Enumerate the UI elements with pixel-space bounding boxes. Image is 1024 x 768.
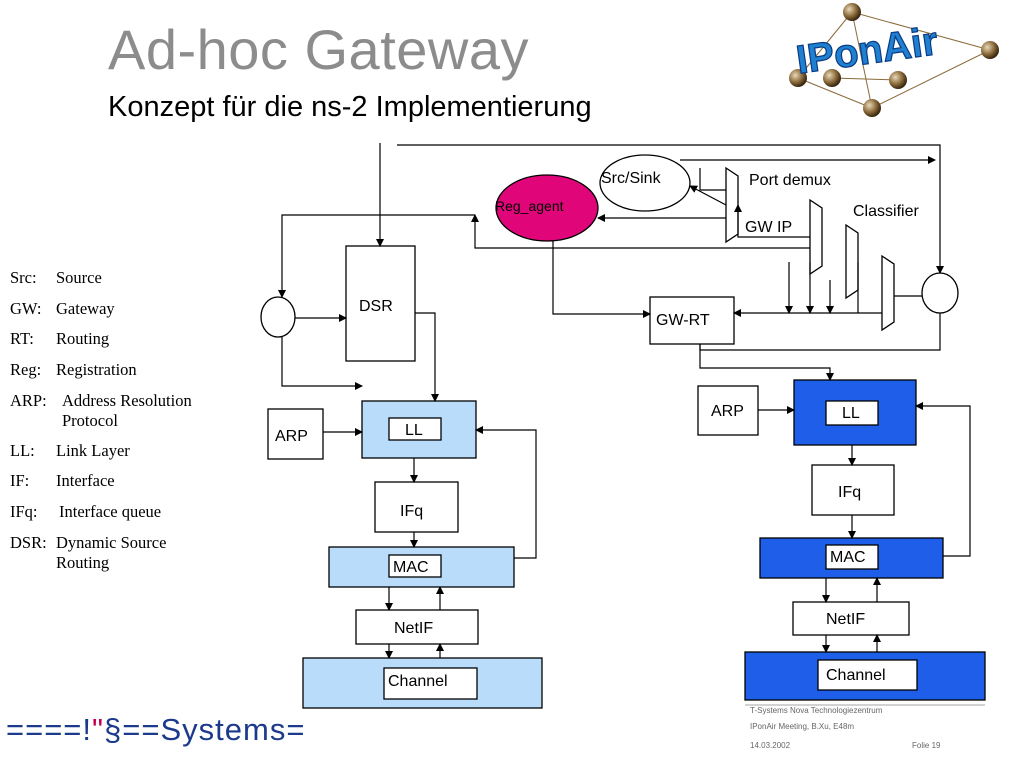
legend-key: Src: — [10, 268, 37, 287]
legend-key: Reg: — [10, 360, 42, 380]
left-ifq-label: IFq — [400, 503, 423, 520]
gw-ip-label: GW IP — [745, 219, 792, 236]
port-demux-shape — [725, 166, 739, 244]
legend-value: Link Layer — [56, 440, 130, 460]
left-arp-box — [267, 408, 324, 460]
right-netif-box — [792, 601, 910, 636]
right-mac-label: MAC — [830, 549, 866, 566]
right-ll-box — [825, 400, 879, 426]
left-channel-label: Channel — [388, 673, 448, 690]
dsr-box — [345, 245, 416, 362]
connector-lines — [278, 143, 971, 659]
gw-rt-box — [649, 296, 735, 345]
legend-value: Registration — [56, 360, 137, 380]
reg-agent-label: Reg_agent — [495, 198, 564, 214]
left-arp-label: ARP — [275, 428, 308, 445]
left-mac-box — [388, 554, 442, 578]
left-mac-label: MAC — [393, 559, 429, 576]
legend-value: Interface queue — [59, 502, 162, 522]
right-ifq-box — [811, 464, 895, 516]
right-mac-box — [825, 544, 879, 570]
legend-item: Reg: Registration — [10, 360, 222, 391]
legend-item: IFq: Interface queue — [10, 502, 222, 533]
classifier-shape — [809, 198, 823, 276]
slide-subtitle: Konzept für die ns-2 Implementierung — [108, 91, 592, 123]
left-ll-layer — [361, 400, 477, 459]
footer-line-1: T-Systems Nova Technologiezentrum — [750, 706, 883, 715]
gw-rt-label: GW-RT — [656, 312, 710, 329]
legend-value: Interface — [56, 471, 115, 491]
footer-date: 14.03.2002 — [750, 741, 791, 750]
logo-text: IPonAir — [794, 19, 941, 82]
brand-prefix: ====! — [6, 712, 93, 747]
legend-value: Source — [56, 268, 102, 287]
brand-suffix: §==Systems= — [104, 712, 306, 747]
legend-value: Address Resolution Protocol — [62, 390, 192, 430]
legend-key: LL: — [10, 440, 35, 460]
src-sink-ellipse — [599, 154, 691, 212]
right-node-circle — [921, 272, 959, 314]
left-ifq-box — [374, 481, 459, 533]
left-ll-label: LL — [405, 422, 423, 439]
abbreviation-legend: Src:Source GW:Gateway RT:Routing Reg:Reg… — [10, 268, 222, 583]
t-systems-brand: ====!"§==Systems= — [6, 712, 305, 748]
legend-item: DSR: Dynamic Source Routing — [10, 533, 222, 583]
legend-key: RT: — [10, 329, 34, 349]
right-arp-box — [697, 385, 759, 436]
legend-item: LL: Link Layer — [10, 441, 222, 472]
port-demux-label: Port demux — [749, 172, 831, 189]
left-netif-box — [355, 609, 479, 645]
legend-key: GW: — [10, 298, 42, 318]
reg-agent-ellipse — [495, 174, 599, 242]
classifier-shape — [881, 254, 895, 332]
legend-item: ARP: Address Resolution Protocol — [10, 391, 222, 441]
footer-page: Folie 19 — [912, 741, 941, 750]
legend-key: DSR: — [10, 532, 47, 552]
slide-title: Ad-hoc Gateway — [108, 18, 529, 81]
legend-value: Routing — [56, 329, 110, 349]
left-node-circle — [260, 296, 296, 338]
right-channel-label: Channel — [826, 667, 886, 684]
footer-line-2: IPonAir Meeting, B.Xu, E48m — [750, 722, 855, 731]
right-ifq-label: IFq — [838, 484, 861, 501]
right-ll-label: LL — [842, 405, 860, 422]
legend-value: Dynamic Source Routing — [56, 532, 167, 572]
classifier-shape — [845, 223, 859, 300]
legend-value: Gateway — [56, 298, 115, 318]
brand-quote: " — [92, 712, 105, 747]
left-netif-label: NetIF — [394, 620, 433, 637]
right-netif-label: NetIF — [826, 611, 865, 628]
classifier-label: Classifier — [853, 203, 919, 220]
legend-key: ARP: — [10, 390, 47, 410]
legend-item: IF: Interface — [10, 471, 222, 502]
legend-item: Src: Source — [10, 268, 222, 299]
legend-item: GW: Gateway — [10, 299, 222, 330]
src-sink-label: Src/Sink — [601, 170, 662, 187]
left-ll-box — [388, 417, 442, 441]
right-channel-box — [817, 659, 918, 691]
iponair-logo: IPonAir — [789, 3, 999, 117]
dsr-label: DSR — [359, 298, 393, 315]
legend-item: RT: Routing — [10, 329, 222, 360]
legend-key: IFq: — [10, 502, 38, 522]
legend-key: IF: — [10, 471, 30, 491]
right-arp-label: ARP — [711, 403, 744, 420]
left-channel-box — [383, 667, 478, 700]
